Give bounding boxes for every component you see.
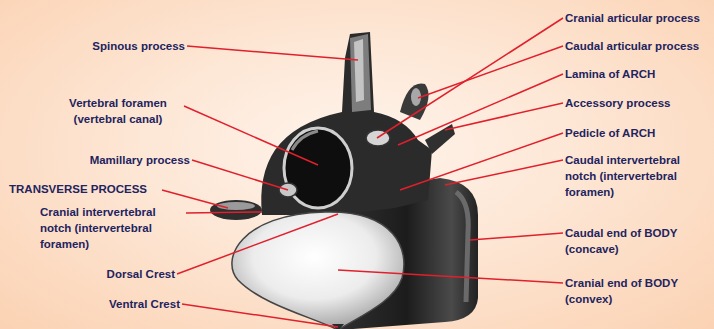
part-label: Cranial intervertebral notch (interverte… (40, 204, 180, 252)
leader-line (338, 270, 563, 283)
part-label: Pedicle of ARCH (565, 125, 714, 141)
spinous-highlight (354, 39, 364, 102)
leader-line (470, 233, 563, 240)
part-label: Caudal articular process (565, 38, 714, 54)
part-label: Dorsal Crest (25, 266, 175, 282)
leader-line (445, 160, 563, 185)
part-label: Mamillary process (40, 152, 190, 168)
leader-line (377, 18, 563, 138)
part-label: Lamina of ARCH (565, 66, 714, 82)
part-label: Vertebral foramen (vertebral canal) (53, 95, 183, 127)
transverse-process (210, 200, 262, 220)
leader-line (186, 212, 262, 213)
vertebral-foramen (284, 128, 352, 208)
part-label: TRANSVERSE PROCESS (9, 181, 169, 197)
part-label: Cranial end of BODY (convex) (565, 275, 705, 307)
part-label: Cranial articular process (565, 10, 714, 26)
body-highlight (456, 192, 468, 302)
leader-line (400, 133, 563, 190)
leader-line (418, 46, 563, 98)
leader-line (177, 214, 338, 274)
part-label: Spinous process (35, 38, 185, 54)
foramen-rim (292, 131, 318, 150)
leader-line (162, 190, 228, 208)
leader-line (445, 103, 563, 130)
leader-line (192, 160, 288, 190)
leader-line (184, 106, 318, 165)
leader-line (398, 74, 563, 145)
part-label: Caudal intervertebral notch (interverteb… (565, 152, 705, 200)
leader-lines (162, 18, 563, 327)
cranial-body-face (232, 212, 404, 329)
spinous-process (350, 34, 371, 112)
part-label: Caudal end of BODY (concave) (565, 225, 705, 257)
part-label: Ventral Crest (30, 296, 180, 312)
leader-line (187, 46, 358, 60)
leader-line (182, 304, 338, 327)
part-label: Accessory process (565, 95, 714, 111)
